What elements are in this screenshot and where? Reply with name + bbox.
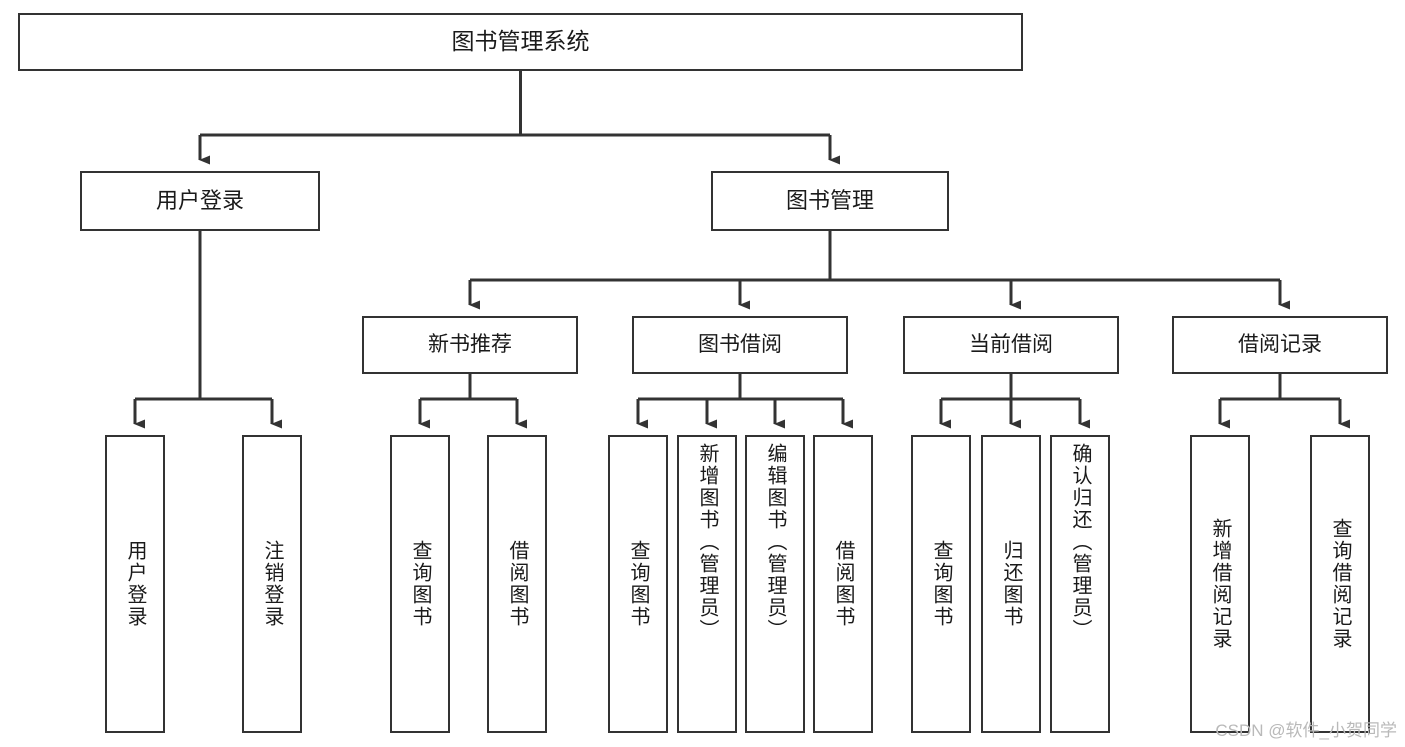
node-leaf-add-record[interactable]: 新增借阅记录 [1190,435,1250,733]
node-label-leaf-add-book: 新增图书（管理员） [696,443,718,641]
node-book-manage[interactable]: 图书管理 [711,171,949,231]
node-label-leaf-return-book: 归还图书 [1000,540,1022,628]
node-borrow-record[interactable]: 借阅记录 [1172,316,1388,374]
node-leaf-query-record[interactable]: 查询借阅记录 [1310,435,1370,733]
node-label-leaf-user-login: 用户登录 [124,540,146,628]
node-leaf-add-book[interactable]: 新增图书（管理员） [677,435,737,733]
node-leaf-user-login[interactable]: 用户登录 [105,435,165,733]
node-label-leaf-logout: 注销登录 [261,540,283,628]
node-label-leaf-edit-book: 编辑图书（管理员） [764,443,786,641]
node-leaf-query-book-borrow[interactable]: 查询图书 [608,435,668,733]
node-label-leaf-add-record: 新增借阅记录 [1209,518,1231,650]
node-label-root: 图书管理系统 [451,28,590,55]
node-label-leaf-confirm-return: 确认归还（管理员） [1069,443,1091,641]
node-label-leaf-query-book-cur: 查询图书 [930,540,952,628]
node-leaf-query-book-rec[interactable]: 查询图书 [390,435,450,733]
node-new-book-rec[interactable]: 新书推荐 [362,316,578,374]
node-leaf-borrow-book[interactable]: 借阅图书 [813,435,873,733]
node-label-book-borrow: 图书借阅 [698,332,782,356]
node-leaf-logout[interactable]: 注销登录 [242,435,302,733]
csdn-watermark: CSDN @软件_小贺同学 [1215,721,1397,740]
node-leaf-borrow-book-rec[interactable]: 借阅图书 [487,435,547,733]
node-leaf-edit-book[interactable]: 编辑图书（管理员） [745,435,805,733]
node-leaf-return-book[interactable]: 归还图书 [981,435,1041,733]
node-root[interactable]: 图书管理系统 [18,13,1023,71]
node-label-leaf-borrow-book: 借阅图书 [832,540,854,628]
node-label-leaf-query-book-rec: 查询图书 [409,540,431,628]
node-label-book-manage: 图书管理 [785,188,874,214]
node-current-borrow[interactable]: 当前借阅 [903,316,1119,374]
node-label-user-login: 用户登录 [155,188,244,214]
node-book-borrow[interactable]: 图书借阅 [632,316,848,374]
node-leaf-query-book-cur[interactable]: 查询图书 [911,435,971,733]
node-leaf-confirm-return[interactable]: 确认归还（管理员） [1050,435,1110,733]
node-user-login[interactable]: 用户登录 [80,171,320,231]
node-label-current-borrow: 当前借阅 [969,332,1053,356]
node-label-borrow-record: 借阅记录 [1238,332,1322,356]
node-label-new-book-rec: 新书推荐 [428,332,512,356]
node-label-leaf-query-book-borrow: 查询图书 [627,540,649,628]
node-label-leaf-borrow-book-rec: 借阅图书 [506,540,528,628]
node-label-leaf-query-record: 查询借阅记录 [1329,518,1351,650]
